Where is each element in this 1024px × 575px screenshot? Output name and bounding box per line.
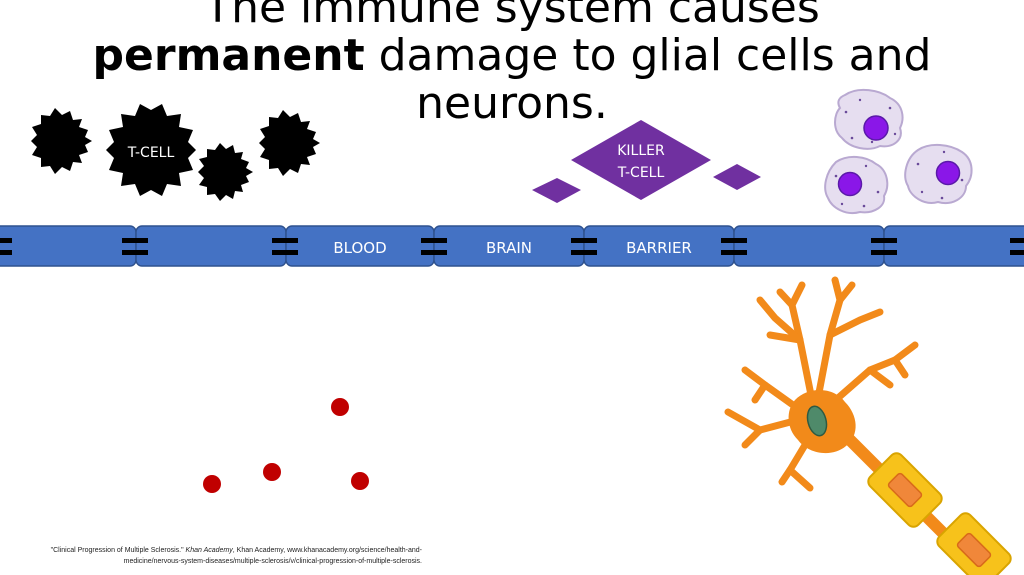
myelin-sheath — [867, 452, 943, 528]
killer-t-cell-label-line1: KILLER — [617, 143, 665, 159]
small-immune-cell — [198, 143, 253, 201]
citation-line2: medicine/nervous-system-diseases/multipl… — [123, 558, 422, 565]
glial-cell — [904, 144, 973, 204]
endothelial-cell — [135, 225, 287, 267]
small-immune-cell — [259, 110, 320, 176]
glial-cell — [834, 88, 904, 150]
glial-cell — [824, 156, 889, 214]
title-line3: neurons. — [416, 78, 608, 129]
neuron — [724, 276, 1012, 575]
barrier-label-brain: BRAIN — [486, 239, 532, 257]
citation: "Clinical Progression of Multiple Sclero… — [6, 545, 422, 567]
debris-particle — [203, 475, 221, 493]
debris-particle — [263, 463, 281, 481]
killer-t-cell-label-line2: T-CELL — [617, 165, 665, 181]
barrier: BLOOD BRAIN BARRIER — [0, 225, 1024, 267]
citation-post: , Khan Academy, www.khanacademy.org/scie… — [232, 547, 422, 554]
endothelial-cell — [733, 225, 885, 267]
neuron-nucleus — [806, 405, 828, 437]
slide-title: The immune system causes permanent damag… — [62, 0, 962, 128]
small-immune-cell — [31, 108, 92, 174]
debris-particle — [351, 472, 369, 490]
barrier-label-barrier: BARRIER — [626, 239, 692, 257]
killer-t-cell — [571, 120, 711, 200]
debris-particle — [331, 398, 349, 416]
t-cell-label: T-CELL — [127, 145, 175, 161]
tight-junctions — [0, 238, 1024, 255]
t-cell — [106, 104, 196, 196]
killer-t-cell-fragment — [532, 178, 581, 203]
citation-pre: "Clinical Progression of Multiple Sclero… — [50, 547, 186, 554]
title-line1: The immune system causes — [204, 0, 820, 33]
barrier-label-blood: BLOOD — [333, 239, 386, 257]
killer-t-cell-fragment — [713, 164, 761, 190]
title-line2: damage to glial cells and — [364, 30, 932, 81]
title-emphasis: permanent — [92, 30, 365, 81]
endothelial-cell — [0, 225, 137, 267]
myelin-sheath — [936, 512, 1012, 575]
citation-source: Khan Academy — [185, 547, 233, 554]
endothelial-cell — [883, 225, 1024, 267]
